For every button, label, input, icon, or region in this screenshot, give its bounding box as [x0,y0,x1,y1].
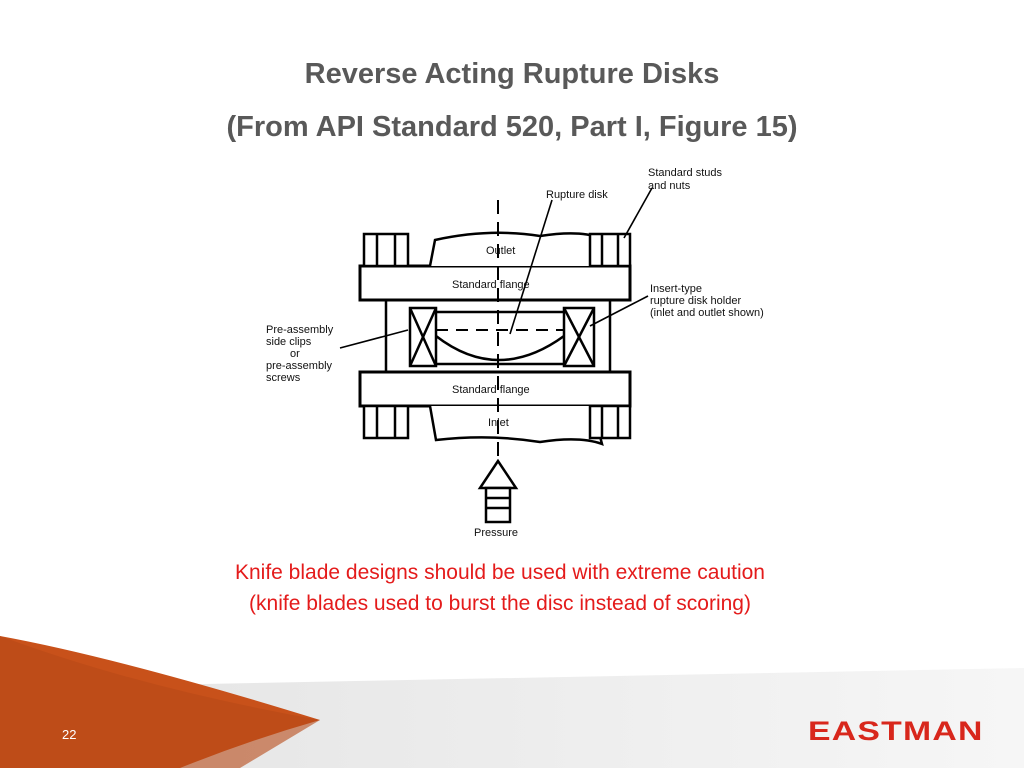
label-pressure: Pressure [474,527,518,539]
label-studs-1: Standard studs [648,167,722,179]
label-rupture-disk: Rupture disk [546,189,608,201]
label-clips-2: side clips [266,336,312,348]
eastman-logo: EASTMAN [808,716,984,746]
disk-holder [408,306,596,368]
label-clips-1: Pre-assembly [266,324,334,336]
rupture-disk-diagram: Outlet Standard flange Standard flange I… [266,167,764,539]
upper-flange [358,264,632,302]
footer-swoosh [0,636,1024,768]
caption-line-2: (knife blades used to burst the disc ins… [249,592,751,615]
caption-line-1: Knife blade designs should be used with … [234,561,765,584]
slide-subtitle: (From API Standard 520, Part I, Figure 1… [226,111,798,143]
outlet-pipe [428,231,602,267]
label-clips-3: or [290,348,300,360]
rupture-disk-dome [435,334,565,362]
label-inlet: Inlet [488,417,509,429]
label-outlet: Outlet [486,245,515,257]
slide-title: Reverse Acting Rupture Disks [304,58,720,90]
label-holder-2: rupture disk holder [650,295,741,307]
label-clips-5: screws [266,372,301,384]
label-clips-4: pre-assembly [266,360,333,372]
right-stud-nuts [588,232,632,440]
label-upper-flange: Standard flange [452,279,530,291]
leader-lines [339,187,653,349]
label-studs-2: and nuts [648,180,691,192]
page-number: 22 [62,727,77,742]
label-lower-flange: Standard flange [452,384,530,396]
label-holder-1: Insert-type [650,283,702,295]
label-holder-3: (inlet and outlet shown) [650,307,764,319]
inlet-pipe [428,405,604,446]
pressure-arrow [477,458,519,524]
